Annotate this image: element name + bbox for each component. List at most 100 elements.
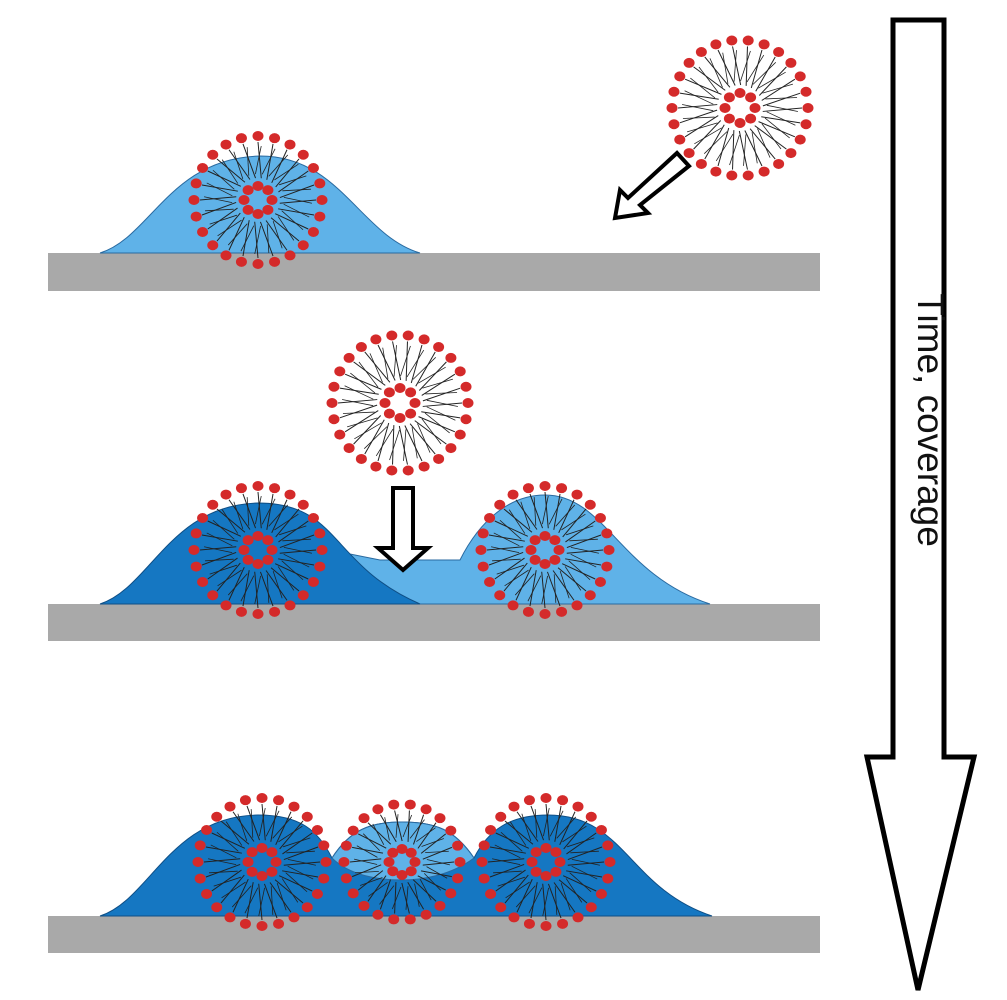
lipid-headgroup-outer: [420, 804, 432, 815]
lipid-headgroup-outer: [307, 227, 319, 237]
lipid-tail: [521, 813, 532, 842]
lipid-tail: [207, 520, 242, 537]
substrate-1: [48, 253, 820, 291]
lipid-tail: [496, 564, 525, 575]
lipid-tail: [377, 344, 396, 381]
lipid-tail: [391, 886, 402, 910]
lipid-headgroup-outer: [311, 889, 323, 899]
lipid-headgroup-outer: [318, 873, 330, 884]
lipid-tail: [392, 341, 402, 381]
lipid-tail: [504, 820, 534, 845]
lipid-tail: [690, 77, 716, 99]
lipid-headgroup-outer: [256, 793, 268, 803]
lipid-headgroup-outer: [355, 453, 367, 464]
lipid-headgroup-inner: [745, 92, 757, 103]
lipid-headgroup-outer: [284, 250, 296, 261]
lipid-tail: [693, 66, 726, 91]
lipid-tail: [270, 217, 300, 242]
lipid-tail: [274, 513, 299, 531]
lipid-tail: [205, 208, 234, 212]
lipid-tail: [261, 498, 276, 525]
lipid-headgroup-outer: [595, 825, 607, 835]
lipid-tail: [255, 496, 262, 525]
lipid-tail: [566, 534, 602, 549]
lipid-tail: [426, 399, 458, 407]
lipid-headgroup-outer: [485, 825, 497, 835]
lipid-headgroup-outer: [338, 857, 350, 867]
lipid-tail: [278, 825, 303, 843]
lipid-headgroup-inner: [262, 554, 274, 565]
lipid-tail: [283, 846, 319, 861]
lipid-headgroup-outer: [445, 352, 457, 363]
lipid-headgroup-outer: [484, 577, 496, 587]
lipid-tail: [207, 170, 242, 187]
lipid-headgroup-outer: [601, 561, 613, 572]
lipid-headgroup-outer: [297, 590, 309, 601]
lipid-tail: [246, 147, 250, 176]
vesicle-free-1: [666, 35, 814, 181]
lipid-tail: [555, 504, 576, 527]
lipid-headgroup-outer: [355, 342, 367, 353]
lipid-tail: [425, 850, 449, 853]
lipid-tail: [570, 553, 597, 568]
lipid-tail: [201, 551, 237, 566]
lipid-tail: [205, 863, 241, 878]
lipid-tail: [216, 508, 246, 533]
lipid-headgroup-outer: [301, 811, 313, 822]
lipid-headgroup-outer: [328, 381, 340, 392]
lipid-headgroup-outer: [434, 900, 446, 911]
lipid-tail: [409, 423, 436, 455]
lipid-tail: [503, 562, 528, 592]
lipid-headgroup-outer: [572, 801, 584, 812]
lipid-headgroup-outer: [683, 57, 695, 68]
lipid-tail: [269, 882, 292, 913]
lipid-tail: [242, 220, 250, 257]
lipid-tail: [420, 870, 452, 878]
lipid-headgroup-outer: [311, 825, 323, 835]
lipid-tail: [567, 846, 603, 861]
lipid-tail: [417, 822, 437, 849]
substrate-3: [48, 916, 820, 953]
lipid-tail: [761, 78, 796, 101]
lipid-tail: [566, 870, 603, 878]
lipid-tail: [761, 116, 801, 124]
lipid-headgroup-outer: [252, 481, 264, 491]
lipid-tail: [565, 558, 602, 566]
lipid-tail: [757, 128, 771, 158]
lipid-headgroup-outer: [668, 119, 680, 130]
lipid-tail: [515, 566, 532, 601]
lipid-tail: [266, 493, 274, 530]
lipid-tail: [344, 385, 374, 400]
lipid-tail: [687, 122, 718, 133]
lipid-headgroup-outer: [508, 801, 520, 812]
lipid-tail: [414, 420, 447, 445]
lipid-headgroup-outer: [604, 857, 616, 867]
lipid-headgroup-outer: [478, 873, 490, 884]
lipid-headgroup-outer: [602, 873, 614, 884]
lipid-tail: [553, 493, 561, 530]
lipid-headgroup-outer: [418, 334, 430, 345]
lipid-tail: [564, 566, 582, 591]
lipid-headgroup-outer: [508, 912, 520, 923]
lipid-headgroup-inner: [246, 866, 258, 877]
lipid-tail: [421, 411, 461, 419]
lipid-headgroup-outer: [388, 799, 400, 810]
lipid-tail: [508, 509, 526, 534]
lipid-tail: [732, 46, 742, 86]
lipid-headgroup-outer: [726, 170, 738, 181]
lipid-headgroup-inner: [525, 545, 537, 555]
lipid-headgroup-outer: [314, 561, 326, 572]
lipid-tail: [488, 534, 525, 542]
lipid-headgroup-inner: [266, 866, 278, 877]
lipid-tail: [372, 823, 385, 846]
lipid-headgroup-outer: [454, 857, 466, 867]
lipid-tail: [261, 803, 266, 841]
lipid-tail: [422, 861, 455, 866]
lipid-tail: [199, 196, 237, 201]
lipid-headgroup-outer: [194, 873, 206, 884]
lipid-headgroup-outer: [235, 606, 247, 617]
lipid-tail: [418, 361, 447, 391]
lipid-tail: [339, 404, 378, 419]
lipid-headgroup-outer: [220, 250, 232, 261]
lipid-tail: [286, 850, 315, 854]
